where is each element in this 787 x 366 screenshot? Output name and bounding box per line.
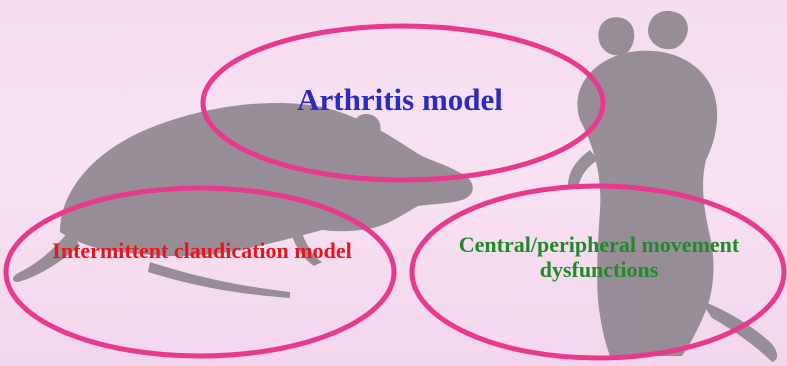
- node-label-claudication: Intermittent claudication model: [12, 238, 392, 263]
- node-label-central: Central/peripheral movement dysfunctions: [418, 232, 780, 283]
- node-label-arthritis: Arthritis model: [240, 82, 560, 118]
- rat-silhouette: [13, 103, 473, 298]
